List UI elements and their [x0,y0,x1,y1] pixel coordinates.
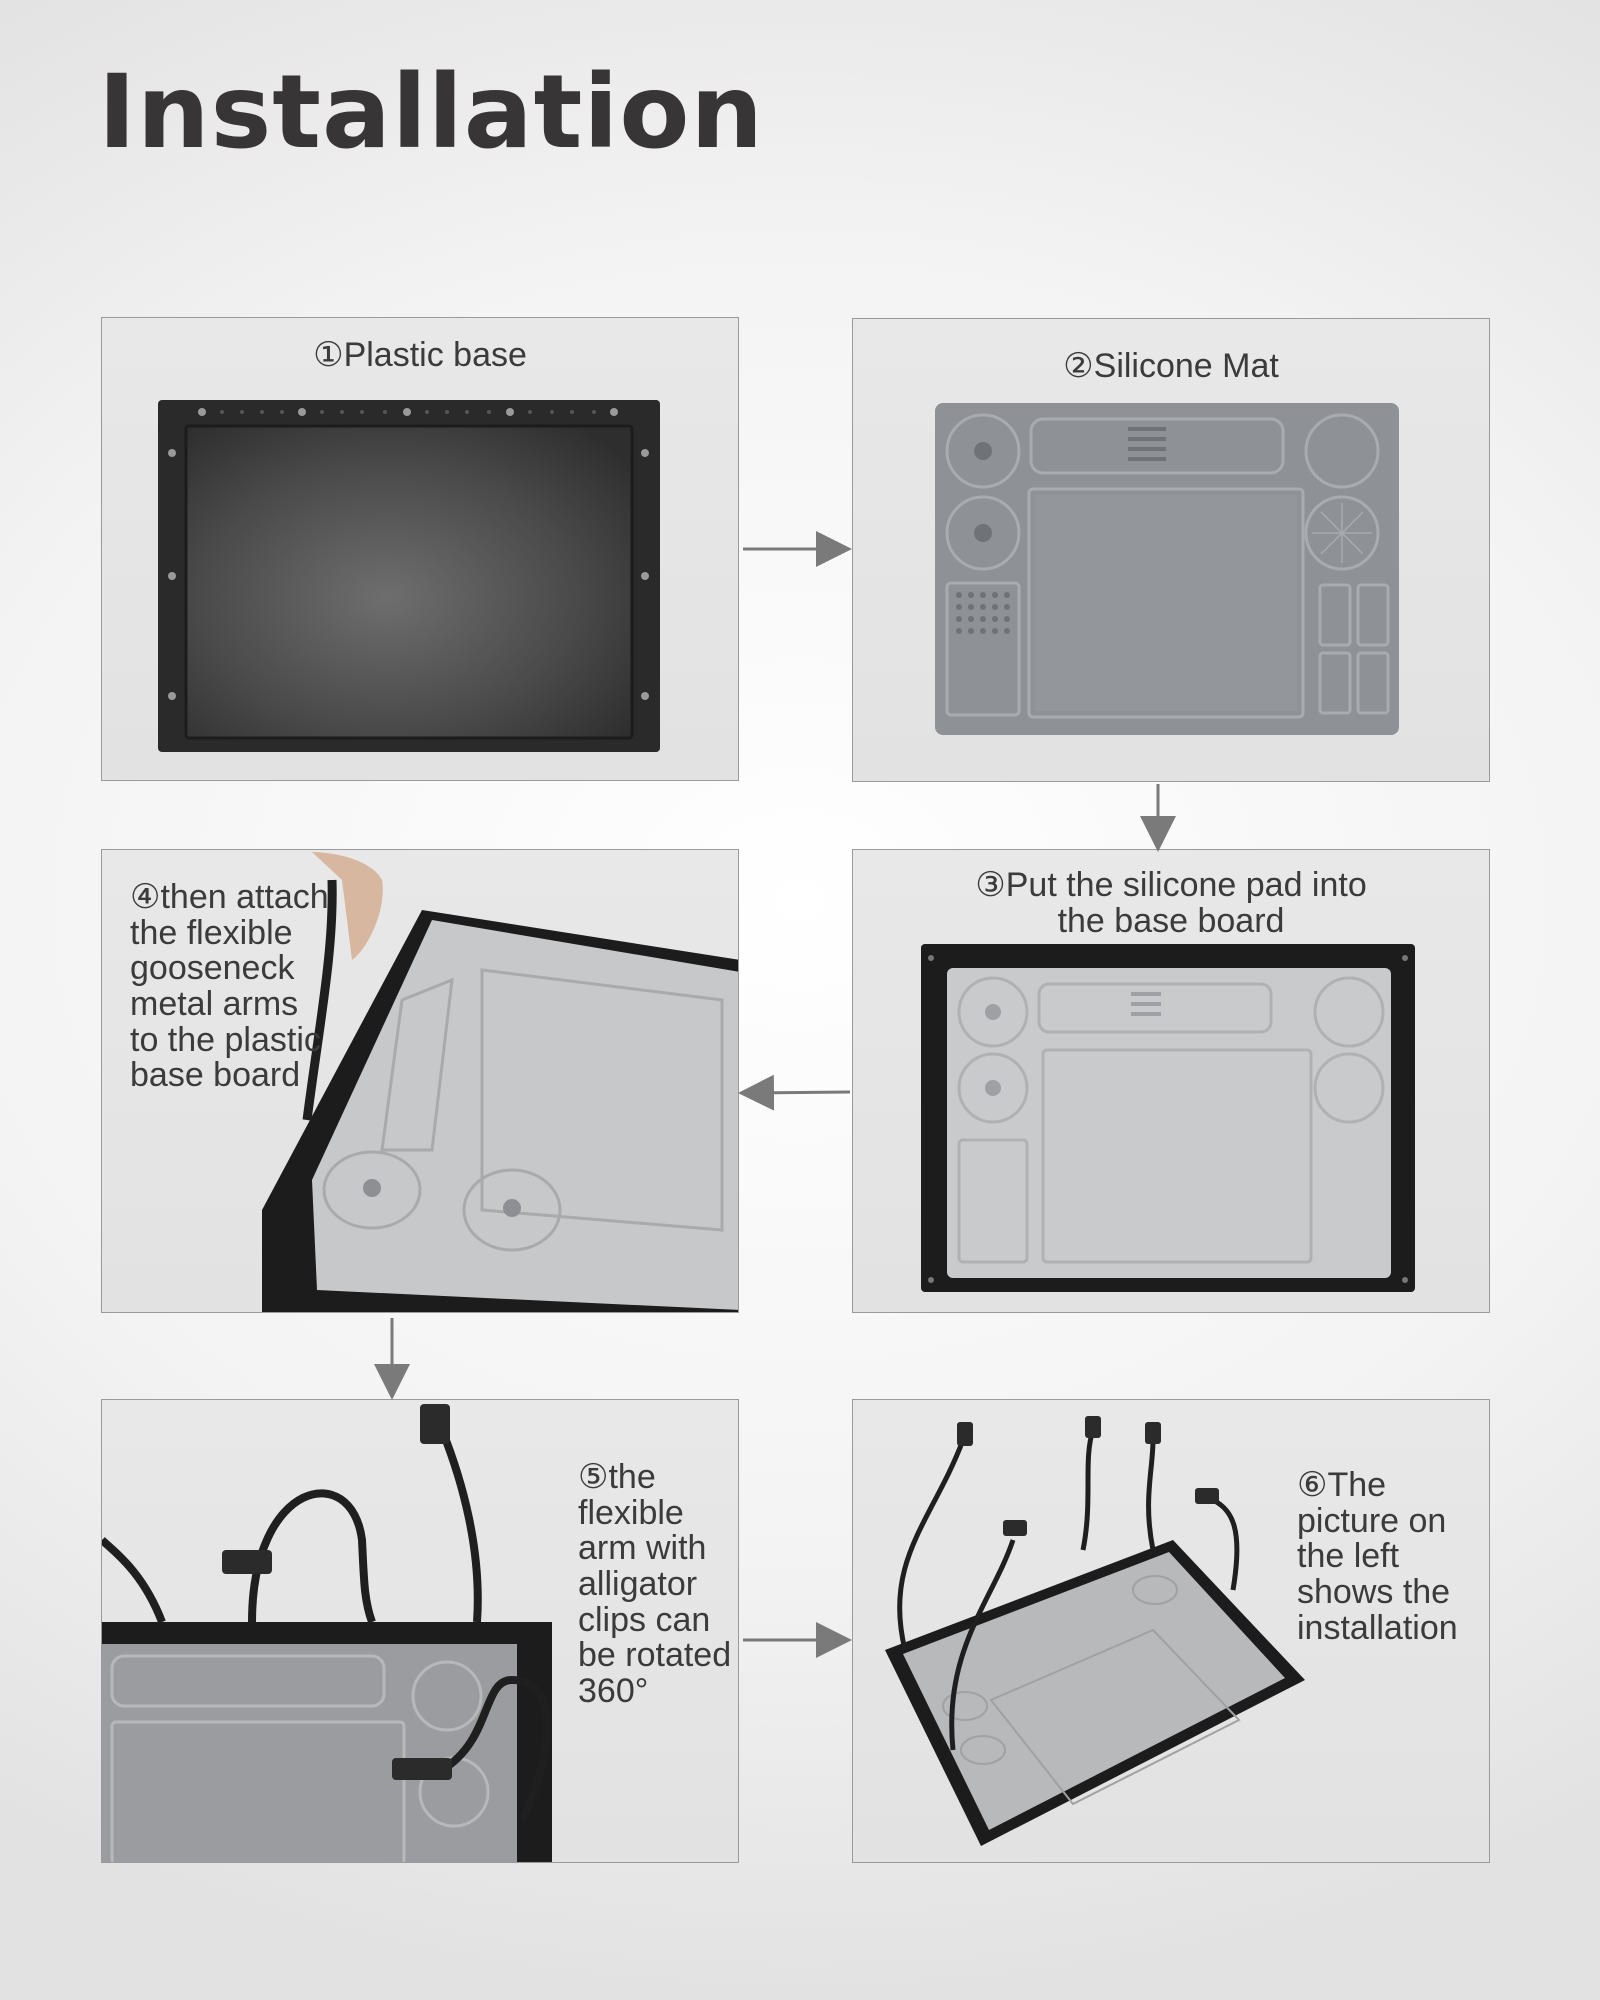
arrow-3-to-4 [738,1074,851,1111]
step-3-caption-line1: ③Put the silicone pad into [975,866,1367,904]
step-1-panel: ①Plastic base [101,317,739,781]
plastic-base-image [158,400,660,752]
flexible-arm-image [102,1404,552,1862]
step-5-caption: ⑤the flexible arm with alligator clips c… [578,1458,732,1711]
step-4-caption: ④then attach the flexible gooseneck meta… [130,878,329,1095]
step-3-panel: ③Put the silicone pad into the base boar… [852,849,1490,1313]
step-6-panel: ⑥The picture on the left shows the insta… [852,1399,1490,1863]
step-4-panel: ④then attach the flexible gooseneck meta… [101,849,739,1313]
step-5-panel: ⑤the flexible arm with alligator clips c… [101,1399,739,1863]
step-2-panel: ②Silicone Mat [852,318,1490,782]
attach-arm-image [262,852,738,1312]
step-3-caption-line2: the base board [1057,902,1285,940]
step-2-caption: ②Silicone Mat [1063,347,1279,385]
page-title: Installation [98,53,765,172]
mat-in-base-image [921,944,1415,1292]
silicone-mat-image [935,403,1399,735]
step-6-caption: ⑥The picture on the left shows the insta… [1297,1466,1458,1647]
installed-board-image [885,1416,1305,1846]
step-1-caption: ①Plastic base [313,336,527,374]
